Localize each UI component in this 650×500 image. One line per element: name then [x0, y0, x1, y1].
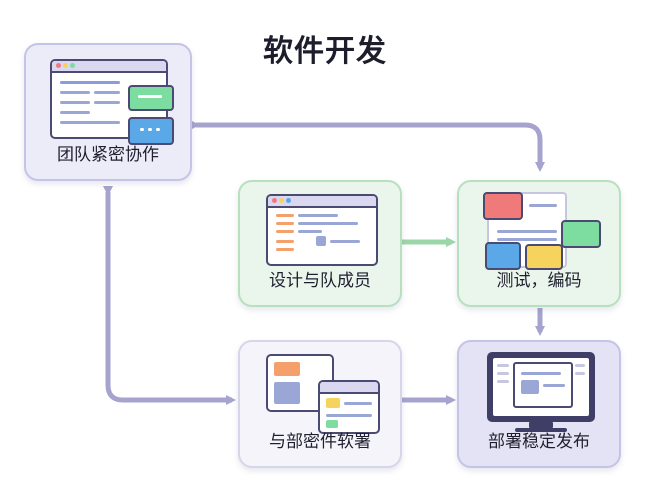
node-test-label: 测试，编码 [496, 271, 582, 291]
diagram-title: 软件开发 [263, 34, 387, 69]
monitor-base-icon [515, 428, 567, 432]
node-design-label: 设计与队成员 [269, 271, 371, 291]
node-deploy-label: 部署稳定发布 [488, 432, 590, 452]
team-window-illustration [50, 59, 174, 145]
arrow-team-component [103, 186, 236, 405]
node-component[interactable]: 与部密件软署 [238, 340, 402, 468]
chat-bubble-green-icon [128, 85, 174, 111]
monitor-stand-icon [529, 422, 553, 428]
node-component-label: 与部密件软署 [269, 432, 371, 452]
node-team-label: 团队紧密协作 [57, 145, 159, 165]
design-window-icon [266, 194, 378, 266]
sticky-note-green-icon [561, 220, 601, 248]
node-test[interactable]: 测试，编码 [457, 180, 621, 307]
node-design[interactable]: 设计与队成员 [238, 180, 402, 307]
sticky-note-red-icon [483, 192, 523, 220]
sticky-note-yellow-icon [525, 244, 563, 270]
monitor-icon [487, 352, 595, 422]
sticky-note-blue-icon [485, 242, 521, 270]
node-team[interactable]: 团队紧密协作 [24, 43, 192, 181]
chat-bubble-blue-icon [128, 117, 174, 145]
component-window-front-icon [318, 380, 380, 434]
window-icon [50, 59, 168, 139]
node-deploy[interactable]: 部署稳定发布 [457, 340, 621, 468]
arrow-team-test [190, 120, 545, 172]
